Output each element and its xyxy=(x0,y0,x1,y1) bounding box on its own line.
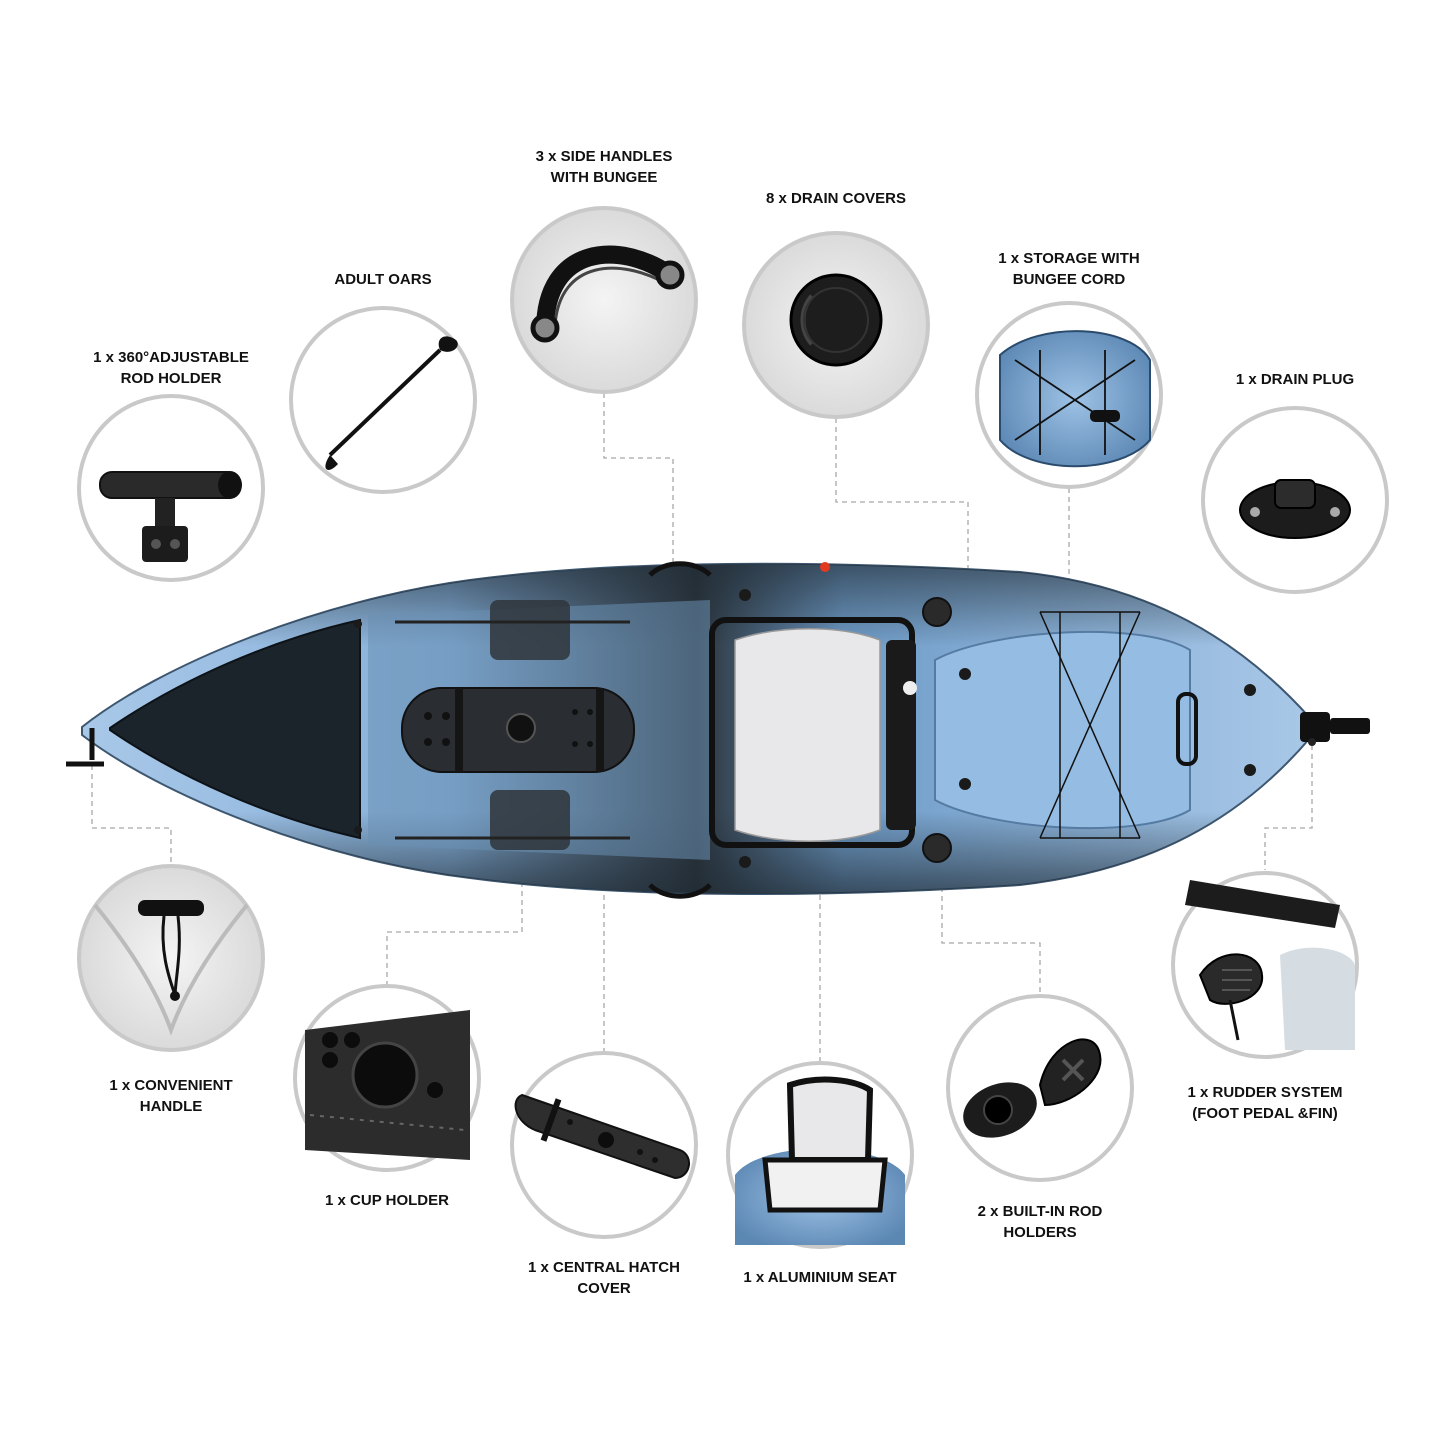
hatch-cover-icon xyxy=(510,1051,698,1239)
leader-handle xyxy=(91,765,172,868)
seat-mesh xyxy=(734,628,881,842)
label-drain-covers: 8 x DRAIN COVERS xyxy=(765,190,907,207)
label-drain-plug: 1 x DRAIN PLUG xyxy=(1235,371,1355,388)
label-oars: ADULT OARS xyxy=(334,271,432,288)
bow-mesh-cover xyxy=(109,618,361,840)
rudder-mount xyxy=(1300,712,1370,746)
leader-rod-holders xyxy=(941,860,1041,995)
leader-side-handles xyxy=(603,393,674,575)
rear-storage-well xyxy=(934,630,1191,830)
storage-bungee-icon xyxy=(975,301,1163,489)
bow-handle xyxy=(66,728,104,767)
paddle-icon xyxy=(289,306,477,494)
rod-holder-icon xyxy=(77,394,265,582)
seat-icon xyxy=(726,1061,914,1249)
label-cup-holder: 1 x CUP HOLDER xyxy=(325,1192,449,1209)
drain-plug-icon xyxy=(1201,406,1389,594)
cup-holder-icon xyxy=(293,984,481,1172)
label-seat: 1 x ALUMINIUM SEAT xyxy=(743,1269,897,1286)
kayak-top-view-icon xyxy=(66,561,1370,899)
t-handle-icon xyxy=(77,864,265,1052)
leader-cup-holder xyxy=(386,720,523,985)
drain-cover-icon xyxy=(742,231,930,419)
label-rudder: 1 x RUDDER SYSTEM(FOOT PEDAL &FIN) xyxy=(1187,1084,1343,1122)
side-handle-icon xyxy=(510,206,698,394)
rudder-pedal-icon xyxy=(1171,871,1359,1059)
flush-rod-holder-icon xyxy=(946,994,1134,1182)
